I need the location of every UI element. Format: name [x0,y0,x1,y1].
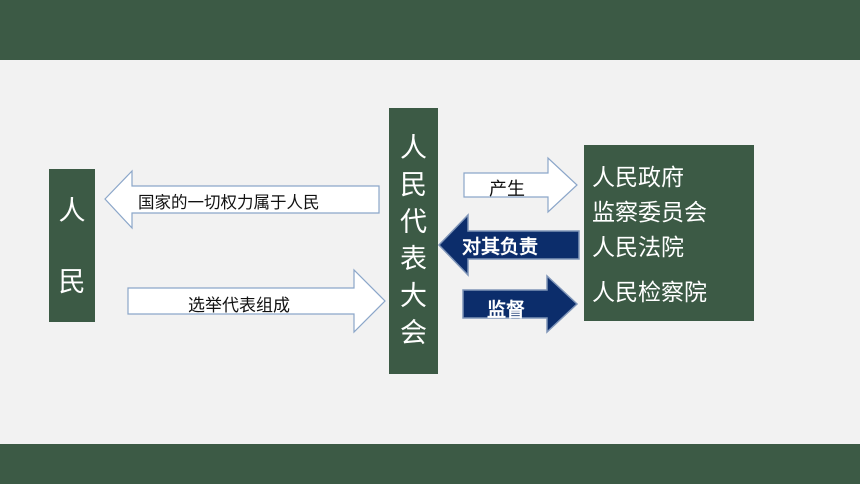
produce-label: 产生 [489,179,525,200]
footer-band [0,444,860,484]
supervise-arrow [462,274,579,334]
people-box: 人 民 [49,169,95,322]
produce-arrow [463,156,578,214]
supervise-label: 监督 [487,299,526,321]
organ-procuratorate: 人民检察院 [592,280,707,306]
organ-court: 人民法院 [592,235,684,261]
state-organs-box: 人民政府 监察委员会 人民法院 人民检察院 [584,145,754,321]
organ-supervisory-commission: 监察委员会 [592,200,707,226]
power-belongs-label: 国家的一切权力属于人民 [138,193,320,212]
people-char-2: 民 [58,267,86,298]
responsible-label: 对其负责 [462,236,539,258]
header-band [0,0,860,60]
elect-arrow [127,268,386,334]
npc-label: 人民代表大会 [400,133,427,349]
power-belongs-arrow [104,169,380,230]
npc-box: 人民代表大会 [389,108,438,374]
people-char-1: 人 [58,196,86,227]
responsible-arrow [437,213,580,277]
organ-government: 人民政府 [592,165,684,191]
elect-label: 选举代表组成 [188,296,290,316]
